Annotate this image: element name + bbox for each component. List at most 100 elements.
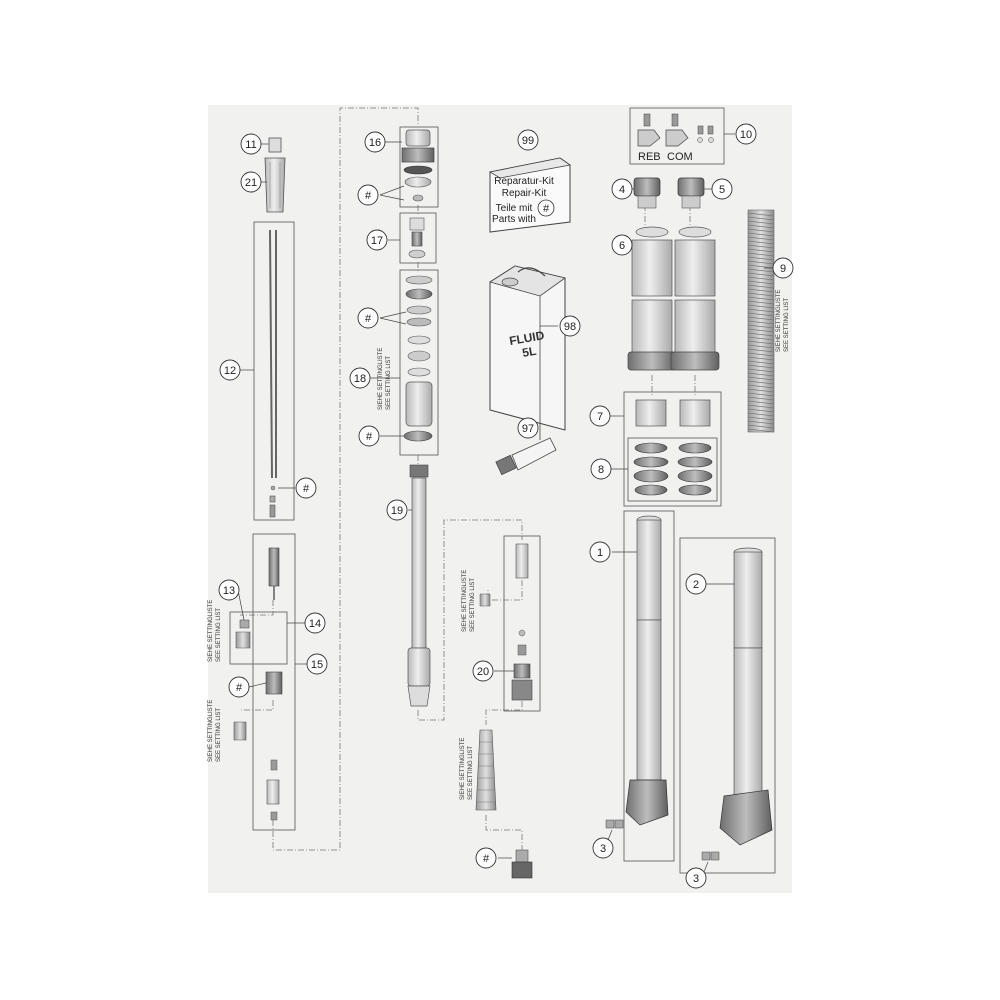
part-base-valve bbox=[475, 543, 533, 879]
repair-kit-hash: # bbox=[543, 203, 550, 215]
adjuster-label-reb: REB bbox=[638, 151, 661, 163]
callout-circle bbox=[295, 477, 317, 499]
callout-circle bbox=[386, 499, 408, 521]
callout-label-c9: 9 bbox=[780, 263, 786, 275]
callout-circle bbox=[349, 367, 371, 389]
callout-label-c10: 10 bbox=[740, 129, 752, 141]
callout-label-c7: 7 bbox=[597, 411, 603, 423]
callout-circle bbox=[240, 133, 262, 155]
callout-circle bbox=[358, 425, 380, 447]
callout-label-c21: 21 bbox=[245, 177, 257, 189]
callout-circle bbox=[611, 178, 633, 200]
setting-note-en: SEE SETTING LIST bbox=[386, 356, 392, 410]
setting-note-de: SIEHE SETTINGLISTE bbox=[208, 700, 214, 762]
callout-circle bbox=[711, 178, 733, 200]
part-cartridge-tube bbox=[407, 464, 431, 707]
callout-circle bbox=[357, 307, 379, 329]
part-fork-caps bbox=[633, 177, 705, 209]
setting-note-de: SIEHE SETTINGLISTE bbox=[776, 290, 782, 352]
callout-circle bbox=[517, 417, 539, 439]
repair-kit-line4: Parts with bbox=[492, 214, 536, 225]
callout-label-c2: 2 bbox=[693, 579, 699, 591]
callout-label-h4: # bbox=[365, 313, 372, 325]
callout-label-c12: 12 bbox=[224, 365, 236, 377]
part-bushings-seals bbox=[633, 399, 713, 496]
setting-note-en: SEE SETTING LIST bbox=[784, 298, 790, 352]
setting-note-de: SIEHE SETTINGLISTE bbox=[208, 600, 214, 662]
callout-label-c15: 15 bbox=[311, 659, 323, 671]
callout-label-h5: # bbox=[366, 431, 373, 443]
callout-circle bbox=[589, 405, 611, 427]
callout-label-c8: 8 bbox=[598, 464, 604, 476]
callout-label-h6: # bbox=[483, 853, 490, 865]
callout-circle bbox=[590, 458, 612, 480]
part-inner-tube-right bbox=[701, 547, 773, 861]
callout-circle bbox=[219, 359, 241, 381]
setting-note-de: SIEHE SETTINGLISTE bbox=[462, 570, 468, 632]
repair-kit-line1: Reparatur-Kit bbox=[494, 176, 554, 187]
callout-circle bbox=[364, 131, 386, 153]
callout-label-h3: # bbox=[365, 190, 372, 202]
setting-note-de: SIEHE SETTINGLISTE bbox=[460, 738, 466, 800]
part-spring bbox=[747, 209, 775, 433]
part-compression-valve bbox=[233, 547, 283, 821]
callout-circle bbox=[735, 123, 757, 145]
callout-circle bbox=[357, 184, 379, 206]
callout-circle bbox=[366, 229, 388, 251]
fluid-can-text: FLUID 5L bbox=[508, 328, 546, 360]
callout-circle bbox=[240, 171, 262, 193]
part-top-cap bbox=[264, 137, 286, 213]
grease-tube bbox=[495, 437, 557, 476]
setting-note-de: SIEHE SETTINGLISTE bbox=[378, 348, 384, 410]
callout-circle bbox=[685, 573, 707, 595]
setting-notes: SIEHE SETTINGLISTE SEE SETTING LIST SIEH… bbox=[208, 290, 790, 800]
callout-circle bbox=[475, 847, 497, 869]
callout-circle bbox=[218, 579, 240, 601]
callout-label-c6: 6 bbox=[619, 240, 625, 252]
callout-circle bbox=[685, 867, 707, 889]
callout-circle bbox=[592, 837, 614, 859]
callout-circle bbox=[472, 660, 494, 682]
setting-note-en: SEE SETTING LIST bbox=[216, 608, 222, 662]
callout-label-c13: 13 bbox=[223, 585, 235, 597]
callout-label-h2: # bbox=[236, 682, 243, 694]
callout-label-h1: # bbox=[303, 483, 310, 495]
callout-label-c14: 14 bbox=[309, 618, 321, 630]
part-adjusters bbox=[637, 113, 714, 147]
callout-label-c5: 5 bbox=[719, 184, 725, 196]
repair-kit-line2: Repair-Kit bbox=[502, 188, 547, 199]
callout-label-c98: 98 bbox=[564, 321, 576, 333]
callout-circle bbox=[306, 653, 328, 675]
part-protectors bbox=[627, 226, 720, 371]
callout-label-c11: 11 bbox=[245, 139, 256, 151]
callout-label-c3b: 3 bbox=[693, 873, 699, 885]
callout-label-c3a: 3 bbox=[600, 843, 606, 855]
callout-label-c20: 20 bbox=[477, 666, 489, 678]
adjuster-label-com: COM bbox=[667, 151, 693, 163]
callout-circle bbox=[559, 315, 581, 337]
part-inner-tube-left bbox=[605, 515, 669, 829]
fluid-can bbox=[489, 265, 566, 440]
callout-label-c19: 19 bbox=[391, 505, 403, 517]
callout-circle bbox=[772, 257, 794, 279]
part-cartridge-top bbox=[401, 129, 435, 202]
group-boxes bbox=[229, 107, 776, 874]
repair-kit-text: Reparatur-Kit Repair-Kit Teile mit Parts… bbox=[492, 176, 555, 225]
repair-kit-line3: Teile mit bbox=[496, 203, 533, 214]
callout-label-c16: 16 bbox=[369, 137, 381, 149]
callout-circle bbox=[589, 541, 611, 563]
part-damper-rod bbox=[269, 229, 277, 518]
fluid-label: FLUID bbox=[508, 328, 546, 348]
callout-label-c18: 18 bbox=[354, 373, 366, 385]
callout-label-c97: 97 bbox=[522, 423, 534, 435]
callout-label-c17: 17 bbox=[371, 235, 383, 247]
callout-label-c1: 1 bbox=[597, 547, 603, 559]
callout-label-c4: 4 bbox=[619, 184, 625, 196]
fluid-volume: 5L bbox=[521, 344, 537, 360]
setting-note-en: SEE SETTING LIST bbox=[468, 746, 474, 800]
part-check-valve bbox=[408, 217, 426, 259]
callout-circle bbox=[517, 129, 539, 151]
